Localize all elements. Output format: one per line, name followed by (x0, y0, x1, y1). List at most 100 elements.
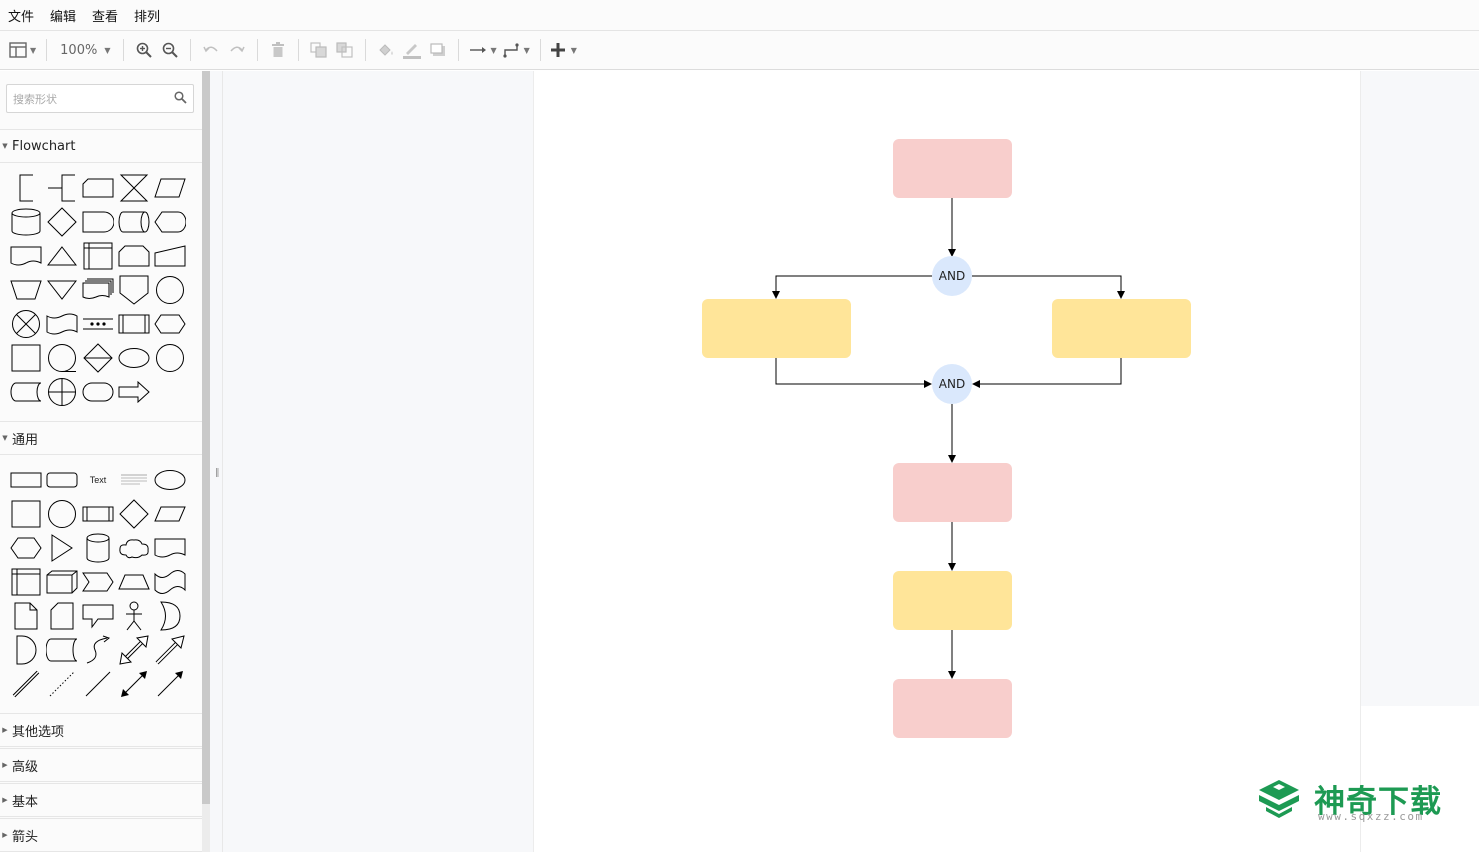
menu-view[interactable]: 查看 (92, 9, 119, 25)
shape-text[interactable]: Text (80, 463, 116, 497)
section-header-flowchart[interactable]: ▼ Flowchart (0, 129, 202, 163)
flow-node-middle[interactable] (893, 463, 1012, 522)
shadow-button[interactable] (425, 36, 451, 64)
flow-node-left[interactable] (702, 299, 851, 358)
waypoint-style-button[interactable]: ▼ (500, 36, 533, 64)
shape-or-general[interactable] (152, 599, 188, 633)
sidebar-scrollbar-thumb[interactable] (202, 71, 210, 804)
shape-document-general[interactable] (152, 531, 188, 565)
shape-sort[interactable] (80, 341, 116, 375)
shape-curve[interactable] (80, 633, 116, 667)
shape-process[interactable] (8, 341, 44, 375)
section-header-misc[interactable]: ▶ 其他选项 (0, 713, 202, 747)
shape-extract[interactable] (44, 239, 80, 273)
shape-tape[interactable] (152, 565, 188, 599)
line-color-button[interactable] (399, 36, 425, 64)
edge-and1-to-left[interactable] (772, 275, 932, 299)
search-icon[interactable] (174, 91, 187, 104)
shape-manual-operation[interactable] (8, 273, 44, 307)
edge-left-to-and2[interactable] (775, 358, 932, 388)
shape-document[interactable] (8, 239, 44, 273)
shape-parallelogram[interactable] (152, 497, 188, 531)
redo-button[interactable] (224, 36, 250, 64)
panel-layout-button[interactable]: ▼ (6, 36, 39, 64)
shape-off-page-ref[interactable] (116, 273, 152, 307)
flow-node-yellow-lower[interactable] (893, 571, 1012, 630)
shape-cloud[interactable] (116, 531, 152, 565)
shape-callout[interactable] (80, 599, 116, 633)
shape-data[interactable] (152, 171, 188, 205)
shape-directional-connector[interactable] (152, 667, 188, 701)
shape-arrow[interactable] (152, 633, 188, 667)
shape-bidirectional-connector[interactable] (116, 667, 152, 701)
section-header-basic[interactable]: ▶ 基本 (0, 783, 202, 817)
shape-preparation[interactable] (152, 307, 188, 341)
shape-multi-document[interactable] (80, 273, 116, 307)
shape-step[interactable] (80, 565, 116, 599)
shape-loop-limit[interactable] (116, 239, 152, 273)
shape-transfer-arrow[interactable] (116, 375, 152, 409)
shape-ellipse[interactable] (152, 463, 188, 497)
and-gateway-1[interactable]: AND (932, 256, 972, 296)
menu-file[interactable]: 文件 (8, 9, 35, 25)
shape-line[interactable] (80, 667, 116, 701)
shape-internal-storage-general[interactable] (8, 565, 44, 599)
shape-decision[interactable] (44, 205, 80, 239)
section-header-advanced[interactable]: ▶ 高级 (0, 748, 202, 782)
shape-start-circle[interactable] (152, 341, 188, 375)
shape-manual-input[interactable] (152, 239, 188, 273)
zoom-in-button[interactable] (131, 36, 157, 64)
shape-bidirectional-arrow[interactable] (116, 633, 152, 667)
menu-edit[interactable]: 编辑 (50, 9, 77, 25)
shape-circle[interactable] (44, 497, 80, 531)
shape-annotation-2[interactable] (44, 171, 80, 205)
flow-node-right[interactable] (1052, 299, 1191, 358)
connection-style-button[interactable]: ▼ (466, 36, 499, 64)
fill-color-button[interactable] (373, 36, 399, 64)
shape-cylinder[interactable] (80, 531, 116, 565)
to-front-button[interactable] (306, 36, 332, 64)
shape-card[interactable] (80, 171, 116, 205)
shape-database[interactable] (8, 205, 44, 239)
edge-right-to-and2[interactable] (972, 358, 1122, 388)
shape-display[interactable] (152, 205, 188, 239)
shape-on-page-ref[interactable] (152, 273, 188, 307)
shape-rectangle[interactable] (8, 463, 44, 497)
section-header-general[interactable]: ▼ 通用 (0, 421, 202, 455)
edge-and1-to-right[interactable] (972, 275, 1125, 299)
shape-direct-data[interactable] (116, 205, 152, 239)
shape-internal-storage[interactable] (80, 239, 116, 273)
shape-sequential-data[interactable] (44, 341, 80, 375)
shape-trapezoid[interactable] (116, 565, 152, 599)
shape-triangle[interactable] (44, 531, 80, 565)
shape-stored-data-ellipse[interactable] (116, 341, 152, 375)
shape-actor[interactable] (116, 599, 152, 633)
shape-data-storage[interactable] (44, 633, 80, 667)
zoom-out-button[interactable] (157, 36, 183, 64)
shape-hexagon[interactable] (8, 531, 44, 565)
shape-rounded-rectangle[interactable] (44, 463, 80, 497)
and-gateway-2[interactable]: AND (932, 364, 972, 404)
shape-cube[interactable] (44, 565, 80, 599)
shape-and[interactable] (8, 633, 44, 667)
shape-textbox[interactable] (116, 463, 152, 497)
shape-annotation[interactable] (8, 171, 44, 205)
insert-button[interactable]: ▼ (548, 36, 580, 64)
panel-splitter-handle[interactable]: ‖ (215, 468, 220, 478)
shape-terminator[interactable] (80, 375, 116, 409)
shape-or[interactable] (8, 307, 44, 341)
shape-predefined-process[interactable] (116, 307, 152, 341)
shape-merge[interactable] (44, 273, 80, 307)
shape-paper-tape[interactable] (44, 307, 80, 341)
shape-delay[interactable] (80, 205, 116, 239)
shape-link[interactable] (8, 667, 44, 701)
shape-summing-junction[interactable] (44, 375, 80, 409)
delete-button[interactable] (265, 36, 291, 64)
to-back-button[interactable] (332, 36, 358, 64)
shape-parallel-mode[interactable] (80, 307, 116, 341)
shape-stored-data[interactable] (8, 375, 44, 409)
shape-process-general[interactable] (80, 497, 116, 531)
shape-collate[interactable] (116, 171, 152, 205)
shape-card-general[interactable] (44, 599, 80, 633)
flow-node-bottom[interactable] (893, 679, 1012, 738)
